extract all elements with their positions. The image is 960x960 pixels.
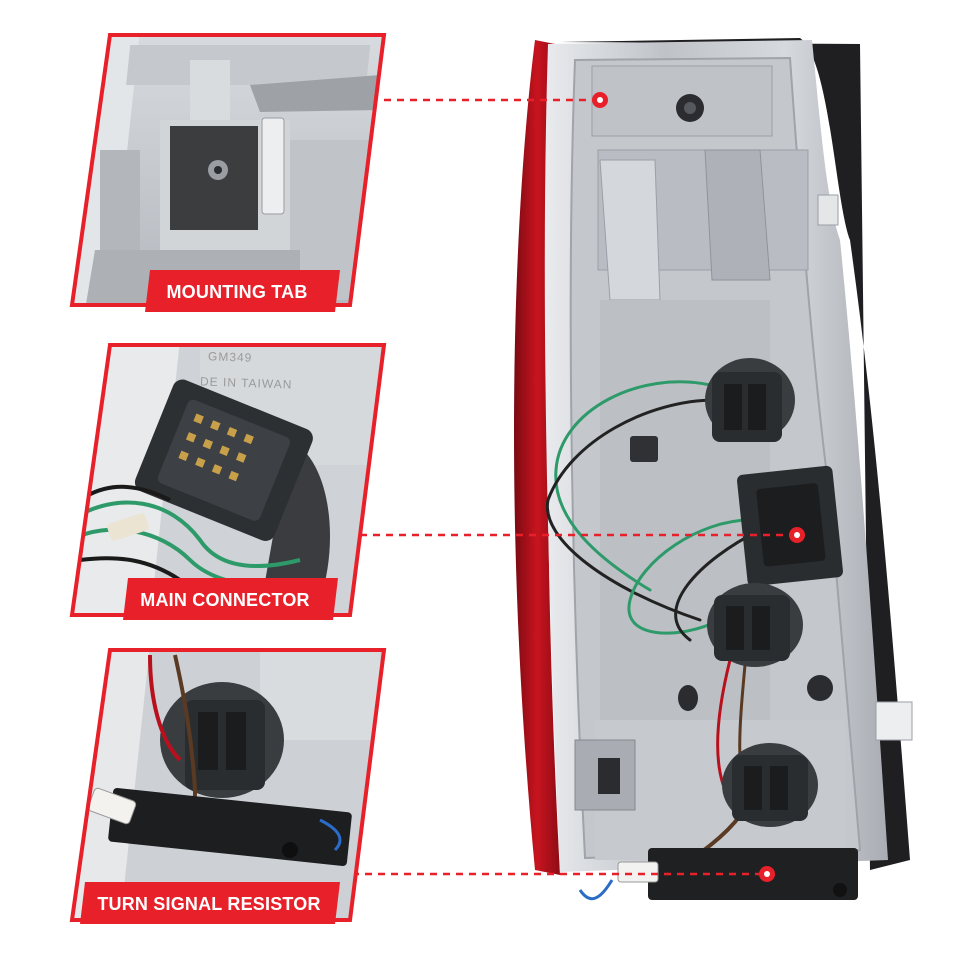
label-banner-mounting-tab bbox=[145, 270, 340, 312]
bulb-socket-lower bbox=[722, 743, 818, 827]
bulb-socket-upper bbox=[705, 358, 795, 442]
callout-label-turn-signal-resistor: TURN SIGNAL RESISTOR bbox=[97, 894, 321, 914]
embossed-part-number: GM349 bbox=[207, 349, 253, 365]
callout-line-main-connector bbox=[360, 527, 805, 543]
callout-label-mounting-tab: MOUNTING TAB bbox=[166, 282, 308, 302]
inset-mounting-tab bbox=[69, 33, 387, 312]
callout-line-mounting-tab bbox=[384, 92, 608, 108]
inset-turn-signal-resistor bbox=[69, 648, 387, 924]
main-connector-block bbox=[737, 465, 843, 587]
callout-label-main-connector: MAIN CONNECTOR bbox=[140, 590, 310, 610]
inset-main-connector bbox=[69, 343, 387, 620]
callout-line-turn-signal-resistor bbox=[352, 866, 775, 882]
label-banner-main-connector bbox=[123, 578, 338, 620]
tail-light-housing bbox=[514, 38, 913, 875]
turn-signal-resistor-main bbox=[578, 848, 858, 901]
bulb-socket-middle bbox=[707, 583, 803, 667]
label-banner-turn-signal-resistor bbox=[80, 882, 340, 924]
